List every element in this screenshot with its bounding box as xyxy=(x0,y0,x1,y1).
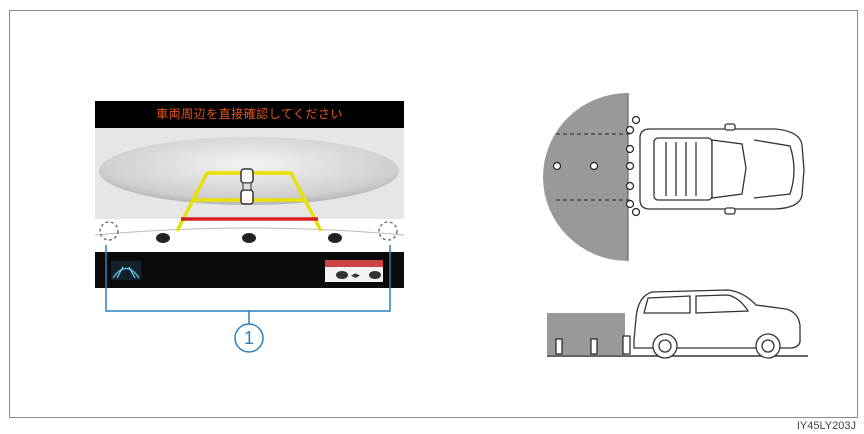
bumper-sensor-markers xyxy=(156,233,342,243)
suv-side-view xyxy=(633,289,801,359)
sensor-points xyxy=(552,115,641,217)
callout-number: 1 xyxy=(243,328,254,348)
sensor-dashed-circle-icon xyxy=(99,221,119,241)
rear-obstacle-marker xyxy=(240,168,254,205)
warning-banner: 車両周辺を直接確認してください xyxy=(95,101,404,128)
figure-code: IY45LY203J xyxy=(796,420,856,432)
sensor-dashed-circle-icon xyxy=(378,221,398,241)
sensor-detection-area xyxy=(543,93,628,261)
suv-top-view xyxy=(639,123,805,215)
side-sensor-markers xyxy=(555,335,631,355)
